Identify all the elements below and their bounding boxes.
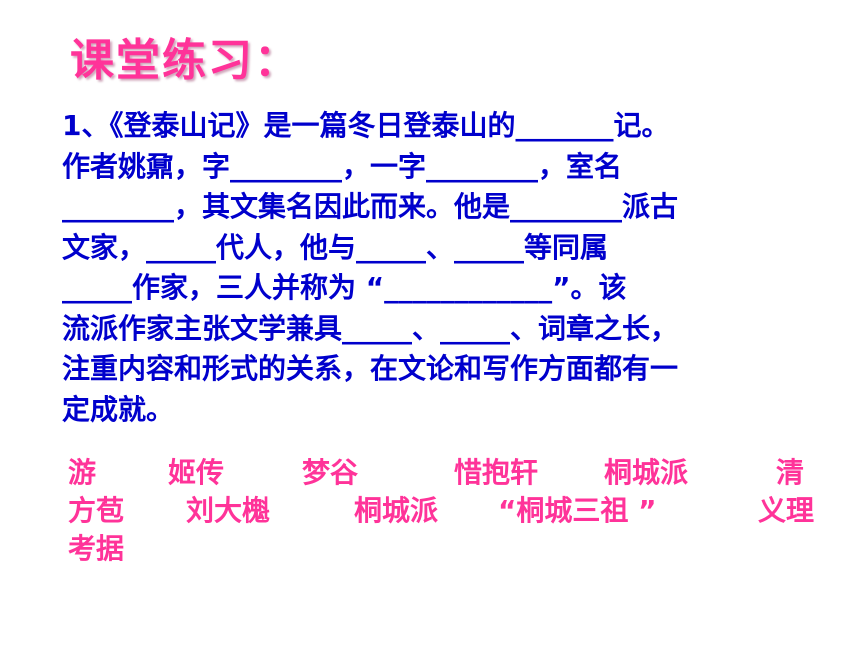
answer-item: 义理	[758, 494, 815, 527]
question-line: 流派作家主张文学兼具_____、_____、词章之长，	[62, 311, 679, 345]
answer-item: 游	[68, 456, 97, 489]
answer-item: 方苞	[68, 494, 125, 527]
question-line: _____作家，三人并称为 “____________”。该	[62, 271, 627, 304]
answer-item: 姬传	[168, 456, 225, 489]
answer-item: 刘大櫆	[186, 494, 271, 527]
answer-row: 方苞 刘大櫆 桐城派 “桐城三祖 ” 义理	[68, 492, 848, 530]
answer-row: 考据	[68, 530, 848, 568]
slide-title: 课堂练习：	[70, 35, 300, 86]
answer-item: 桐城派	[354, 494, 439, 527]
answer-item: 惜抱轩	[454, 456, 539, 489]
answer-row: 游 姬传 梦谷 惜抱轩 桐城派 清	[68, 454, 848, 492]
question-line: 注重内容和形式的关系，在文论和写作方面都有一	[62, 352, 679, 385]
question-line: 文家，_____代人，他与_____、_____等同属	[62, 230, 609, 264]
answer-item: 梦谷	[302, 456, 359, 489]
question-line: 定成就。	[62, 392, 175, 426]
answer-item: “桐城三祖 ”	[498, 494, 657, 527]
answer-key: 游 姬传 梦谷 惜抱轩 桐城派 清 方苞 刘大櫆 桐城派 “桐城三祖 ” 义理 …	[68, 454, 848, 568]
answer-item: 考据	[68, 532, 125, 565]
answer-item: 清	[776, 456, 805, 489]
fill-in-question: 1、《登泰山记》是一篇冬日登泰山的_______记。 作者姚鼐，字_______…	[62, 106, 822, 430]
question-line: ________，其文集名因此而来。他是________派古	[62, 190, 679, 223]
question-line: 1、《登泰山记》是一篇冬日登泰山的_______记。	[62, 109, 670, 142]
answer-item: 桐城派	[604, 456, 689, 489]
question-line: 作者姚鼐，字________，一字________，室名	[62, 149, 623, 183]
